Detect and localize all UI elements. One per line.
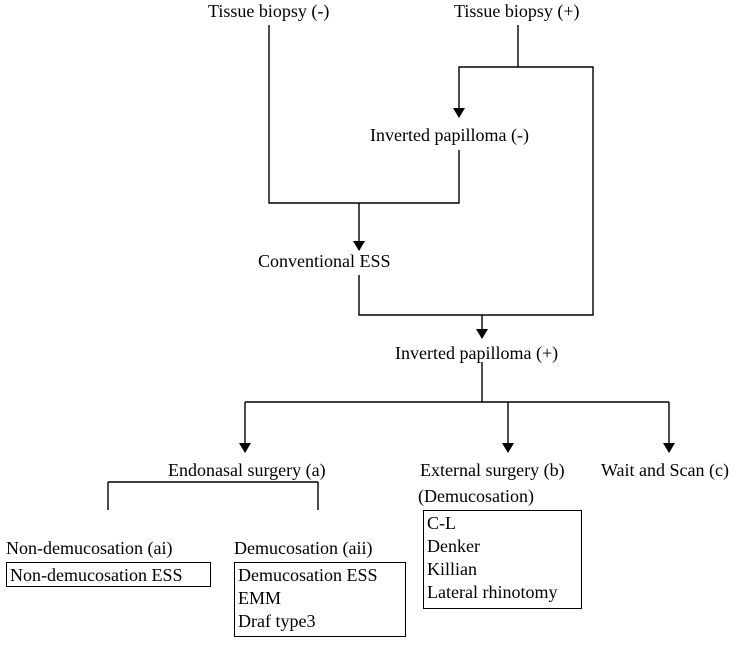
node-wait-and-scan: Wait and Scan (c) — [601, 460, 729, 480]
box-item: Draf type3 — [238, 611, 316, 631]
box-external-surgery-methods: C-L Denker Killian Lateral rhinotomy — [423, 510, 582, 609]
node-conventional-ess: Conventional ESS — [258, 251, 391, 271]
node-inverted-papilloma-negative: Inverted papilloma (-) — [370, 125, 529, 145]
node-external-surgery: External surgery (b) — [420, 460, 565, 480]
node-inverted-papilloma-positive: Inverted papilloma (+) — [395, 343, 559, 363]
connector-biopsy-neg — [268, 25, 359, 204]
box-non-demucosation-methods: Non-demucosation ESS — [6, 562, 211, 587]
connector-ip-pos-branches — [245, 362, 669, 403]
node-non-demucosation: Non-demucosation (ai) — [6, 538, 173, 558]
box-item: Lateral rhinotomy — [427, 582, 558, 602]
box-item: Non-demucosation ESS — [10, 565, 183, 585]
node-tissue-biopsy-negative: Tissue biopsy (-) — [208, 1, 330, 21]
box-item: EMM — [238, 588, 282, 608]
box-item: Killian — [427, 559, 477, 579]
node-endonasal-surgery: Endonasal surgery (a) — [168, 460, 326, 480]
connector-ip-neg — [359, 150, 460, 204]
connector-biopsy-pos — [458, 25, 594, 316]
node-external-surgery-demucosation: (Demucosation) — [418, 486, 534, 506]
connector-endonasal-branches — [107, 481, 319, 510]
box-item: Denker — [427, 536, 480, 556]
node-demucosation: Demucosation (aii) — [234, 538, 373, 558]
connector-conventional-ess — [358, 275, 482, 316]
box-item: Demucosation ESS — [238, 565, 378, 585]
box-item: C-L — [427, 513, 456, 533]
box-demucosation-methods: Demucosation ESS EMM Draf type3 — [234, 562, 406, 637]
node-tissue-biopsy-positive: Tissue biopsy (+) — [454, 1, 580, 21]
